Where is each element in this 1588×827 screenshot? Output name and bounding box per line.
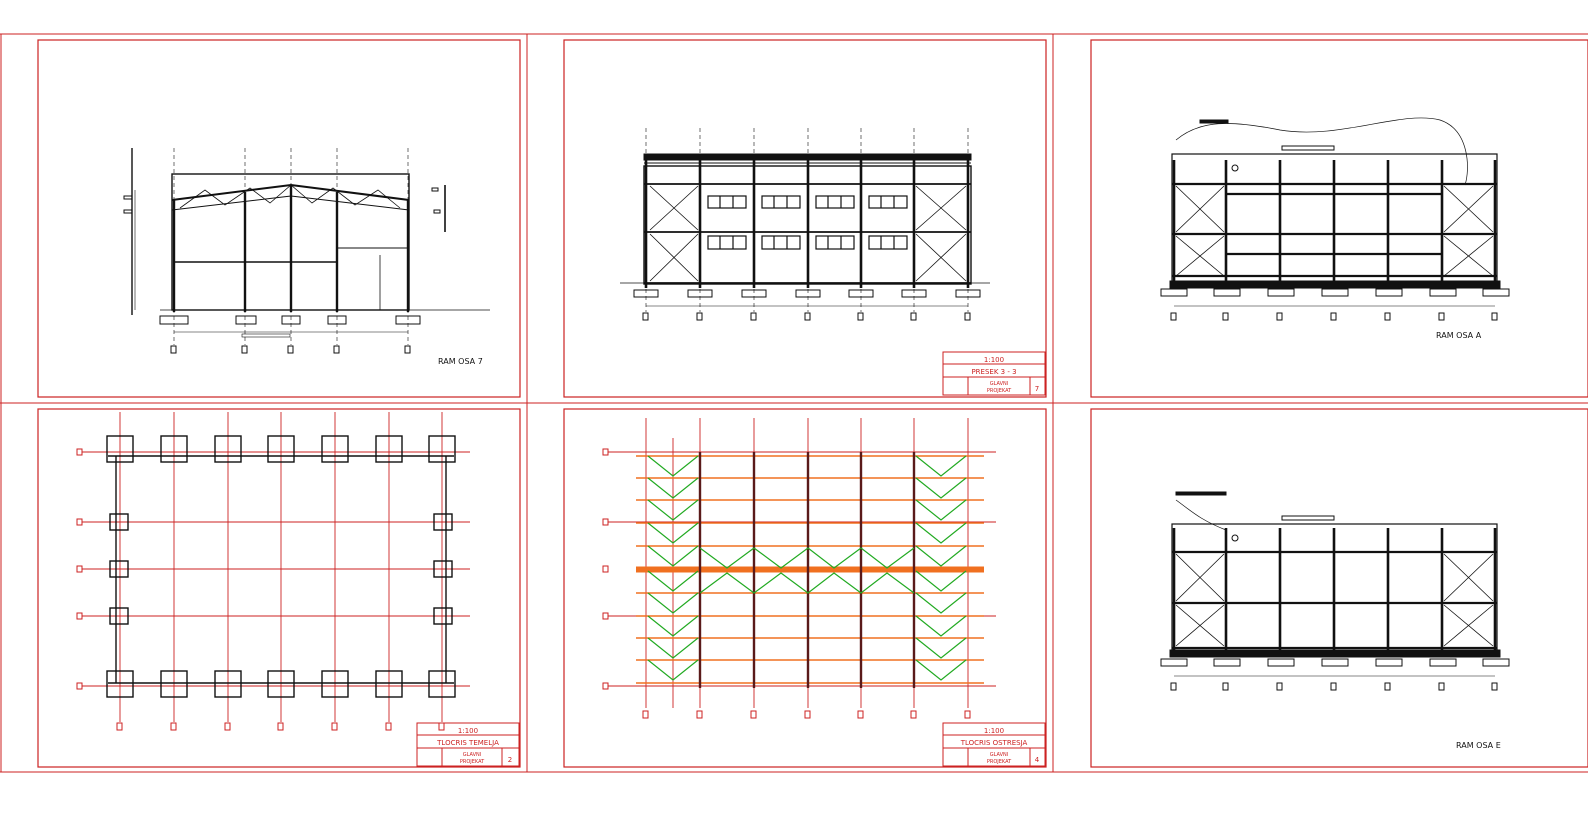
drawing-ram-osa-a	[1160, 117, 1510, 321]
panel-frame-3	[1090, 39, 1588, 398]
drawing-roof-plan	[602, 418, 996, 719]
panel-frame-6	[1090, 408, 1588, 768]
title-block-line2: PROJEKAT	[460, 759, 485, 765]
title-block-scale: 1:100	[458, 727, 478, 735]
title-block-scale: 1:100	[984, 727, 1004, 735]
title-block-line1: GLAVNI	[990, 381, 1009, 387]
title-block-ostresja: 1:100 TLOCRIS OSTRESJA GLAVNI PROJEKAT 4	[942, 722, 1046, 767]
panel-frame-1	[37, 39, 521, 398]
sheet-borders	[0, 33, 1588, 773]
title-block-line1: GLAVNI	[463, 752, 482, 758]
drawing-foundation-plan	[76, 412, 470, 731]
title-block-presek: 1:100 PRESEK 3 - 3 GLAVNI PROJEKAT 7	[942, 351, 1046, 396]
panel-frame-4	[37, 408, 521, 768]
title-block-temelja: 1:100 TLOCRIS TEMELJA GLAVNI PROJEKAT 2	[416, 722, 520, 767]
panel-frame-5	[563, 408, 1047, 768]
title-block-number: 7	[1035, 385, 1039, 393]
drawing-presek-3-3	[620, 128, 990, 321]
title-block-line2: PROJEKAT	[987, 759, 1012, 765]
drawing-ram-osa-7	[123, 148, 490, 354]
title-block-scale: 1:100	[984, 356, 1004, 364]
title-block-title: TLOCRIS OSTRESJA	[960, 739, 1028, 747]
title-block-title: PRESEK 3 - 3	[971, 368, 1016, 376]
panel-frame-2	[563, 39, 1047, 398]
caption-ram-osa-a: RAM OSA A	[1436, 331, 1482, 340]
title-block-line1: GLAVNI	[990, 752, 1009, 758]
caption-ram-osa-e: RAM OSA E	[1456, 741, 1501, 750]
panel-frames	[37, 39, 1588, 768]
title-block-line2: PROJEKAT	[987, 388, 1012, 394]
drawing-ram-osa-e	[1160, 491, 1510, 691]
title-block-number: 2	[508, 756, 512, 764]
title-block-title: TLOCRIS TEMELJA	[436, 739, 499, 747]
title-block-number: 4	[1035, 756, 1040, 764]
caption-ram-osa-7: RAM OSA 7	[438, 357, 483, 366]
